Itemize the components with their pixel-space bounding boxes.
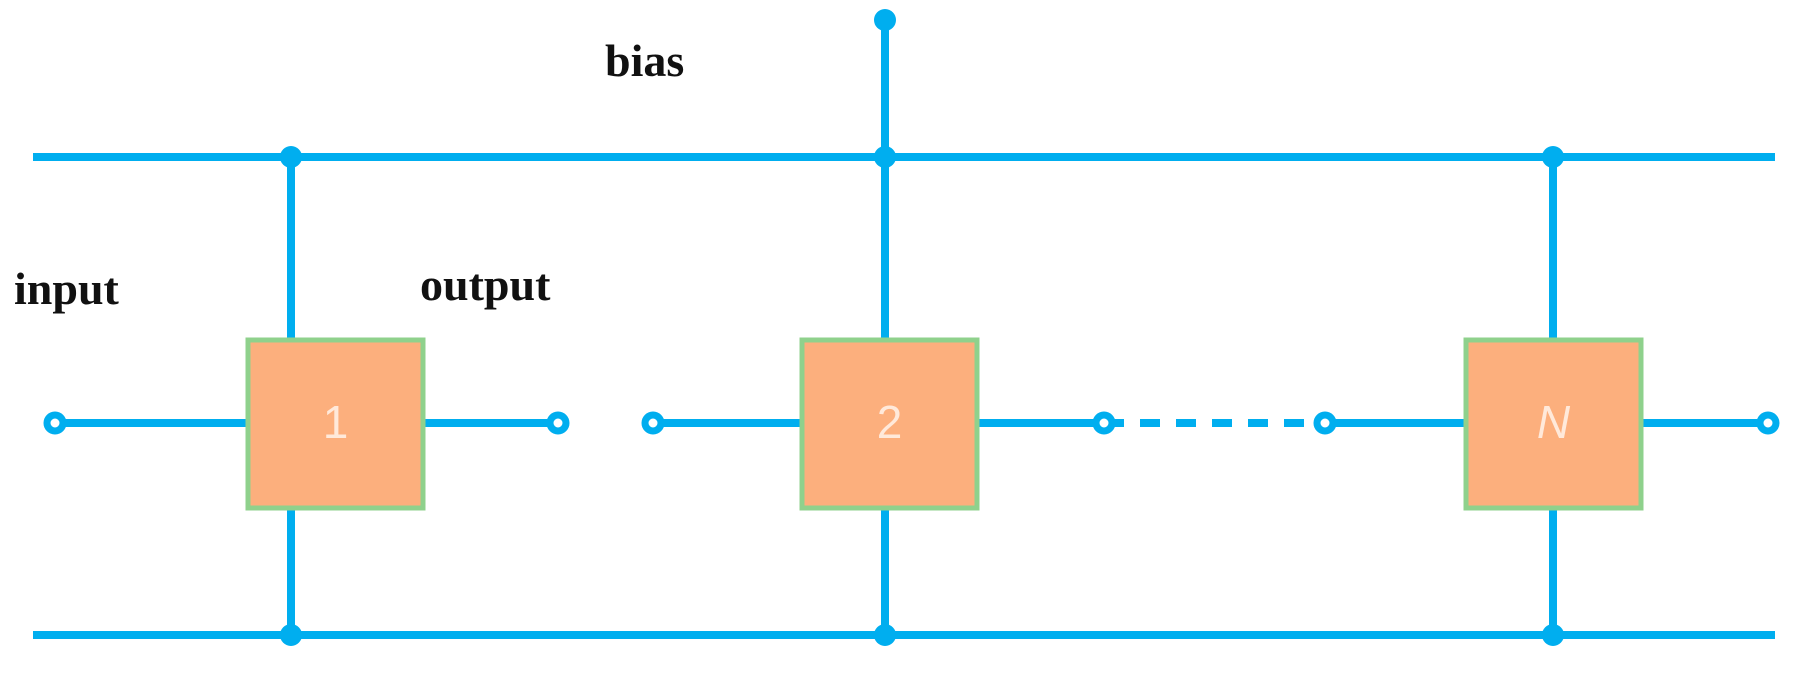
terminal-output[interactable]	[1756, 411, 1780, 435]
terminal-in-2[interactable]	[641, 411, 665, 435]
bias-label: bias	[605, 35, 685, 86]
block-2-body	[799, 337, 980, 511]
dot-top-2	[874, 146, 896, 168]
block-2-label: 2	[877, 396, 903, 448]
dot-bottom-1	[280, 624, 302, 646]
terminal-dash-left[interactable]	[1092, 411, 1116, 435]
open-terminal-group	[43, 411, 1780, 435]
dot-bias-terminal	[874, 9, 896, 31]
block-n-body	[1463, 337, 1644, 511]
block-1-label: 1	[323, 396, 349, 448]
terminal-dash-right[interactable]	[1313, 411, 1337, 435]
output-label: output	[420, 259, 551, 310]
input-label: input	[14, 263, 119, 314]
block-n[interactable]: N	[1463, 337, 1644, 511]
dot-top-n	[1542, 146, 1564, 168]
terminal-out-1[interactable]	[546, 411, 570, 435]
dot-bottom-2	[874, 624, 896, 646]
vertical-stub-group	[287, 20, 1557, 635]
junction-dot-group	[280, 9, 1564, 646]
dot-top-1	[280, 146, 302, 168]
rail-group	[33, 153, 1775, 639]
block-n-label: N	[1537, 396, 1571, 448]
block-2[interactable]: 2	[799, 337, 980, 511]
block-1[interactable]: 1	[245, 337, 426, 511]
block-1-body	[245, 337, 426, 511]
terminal-input[interactable]	[43, 411, 67, 435]
dot-bottom-n	[1542, 624, 1564, 646]
block-group: 1 2 N	[245, 337, 1644, 511]
